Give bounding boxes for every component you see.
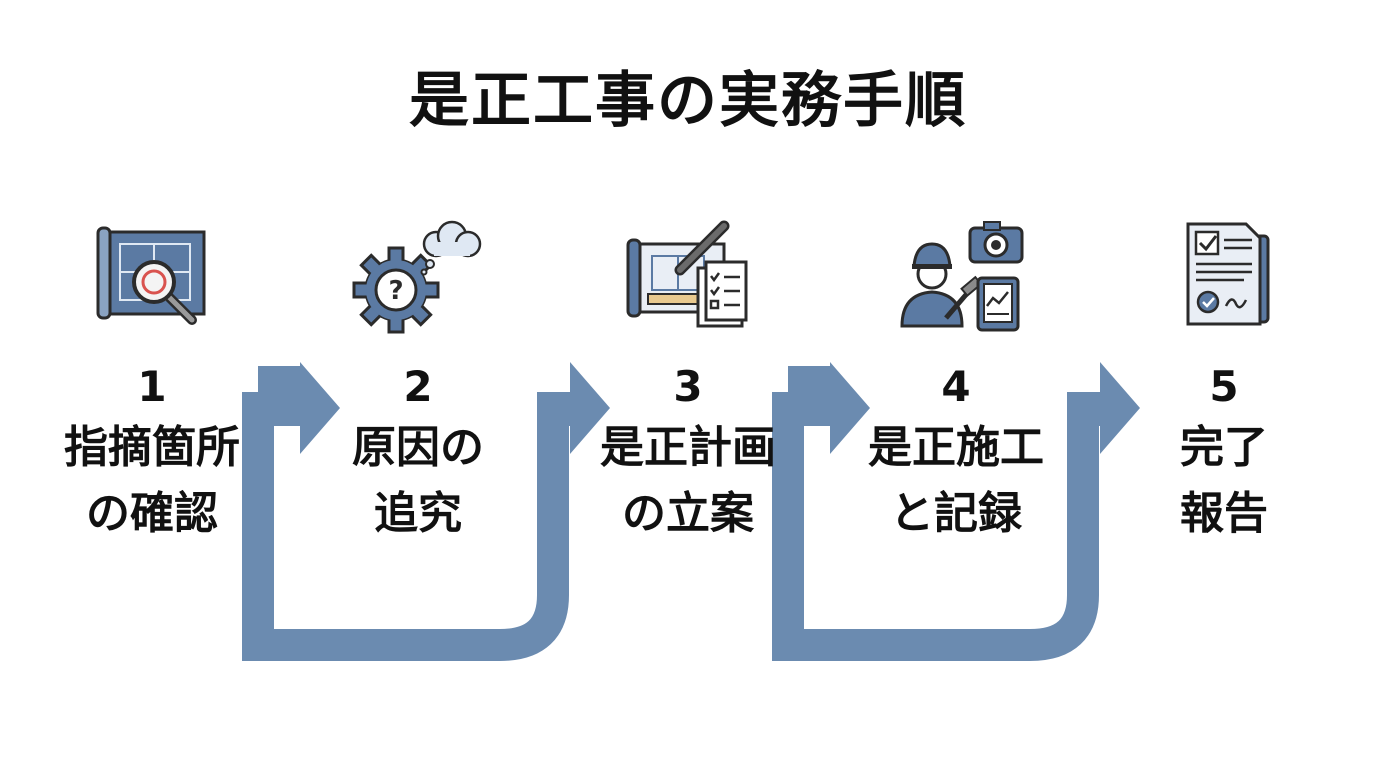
step-4: 4 是正施工 と記録 [846, 210, 1066, 544]
flow-arrowhead-2-3 [537, 362, 610, 454]
step-number: 2 [403, 362, 433, 411]
blueprint-magnifier-icon [96, 226, 206, 325]
step-number: 5 [1209, 362, 1239, 411]
gear-question-icon: ? [352, 220, 482, 334]
step-label-line2: の立案 [622, 488, 754, 539]
step-label-line1: 原因の [352, 422, 484, 473]
flow-arrowhead-3-4 [788, 362, 870, 454]
report-document-icon [1186, 222, 1270, 326]
page-title: 是正工事の実務手順 [409, 66, 967, 136]
step-label-line2: と記録 [890, 488, 1022, 539]
step-number: 4 [941, 362, 971, 411]
step-label-line2: 報告 [1180, 488, 1268, 539]
flow-arrow-1-2 [242, 392, 569, 661]
svg-text:?: ? [388, 276, 403, 306]
step-number: 1 [137, 362, 167, 411]
step-label-line1: 指摘箇所 [64, 422, 240, 473]
step-label-line2: 追究 [374, 488, 462, 539]
flow-arrowhead-4-5 [1067, 362, 1140, 454]
step-number: 3 [673, 362, 703, 411]
step-label-line2: の確認 [86, 488, 218, 539]
step-label-line1: 是正施工 [868, 422, 1044, 473]
step-3: 3 是正計画 の立案 [578, 210, 798, 544]
step-label-line1: 是正計画 [600, 422, 776, 473]
step-label-line1: 完了 [1180, 422, 1268, 473]
plan-pencil-checklist-icon [626, 220, 748, 328]
worker-camera-tablet-icon [900, 221, 1024, 332]
step-1: 1 指摘箇所 の確認 [42, 210, 262, 544]
step-2: ? 2 原因の 追究 [308, 210, 528, 544]
step-5: 5 完了 報告 [1114, 210, 1334, 544]
flow-arrow-3-4 [772, 392, 1099, 661]
flow-arrowhead-1-2 [258, 362, 340, 454]
